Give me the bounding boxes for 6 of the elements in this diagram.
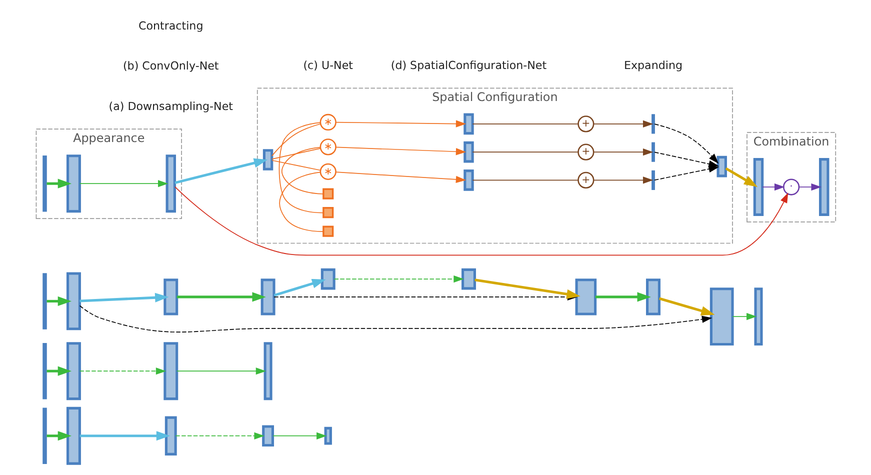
label: (c) U-Net	[303, 58, 353, 72]
label: (d) SpatialConfiguration-Net	[390, 58, 547, 72]
label: (b) ConvOnly-Net	[122, 60, 219, 73]
label: (a) Downsampling-Net	[108, 100, 233, 113]
label: Expanding	[624, 58, 682, 72]
label: Contracting	[138, 20, 204, 33]
